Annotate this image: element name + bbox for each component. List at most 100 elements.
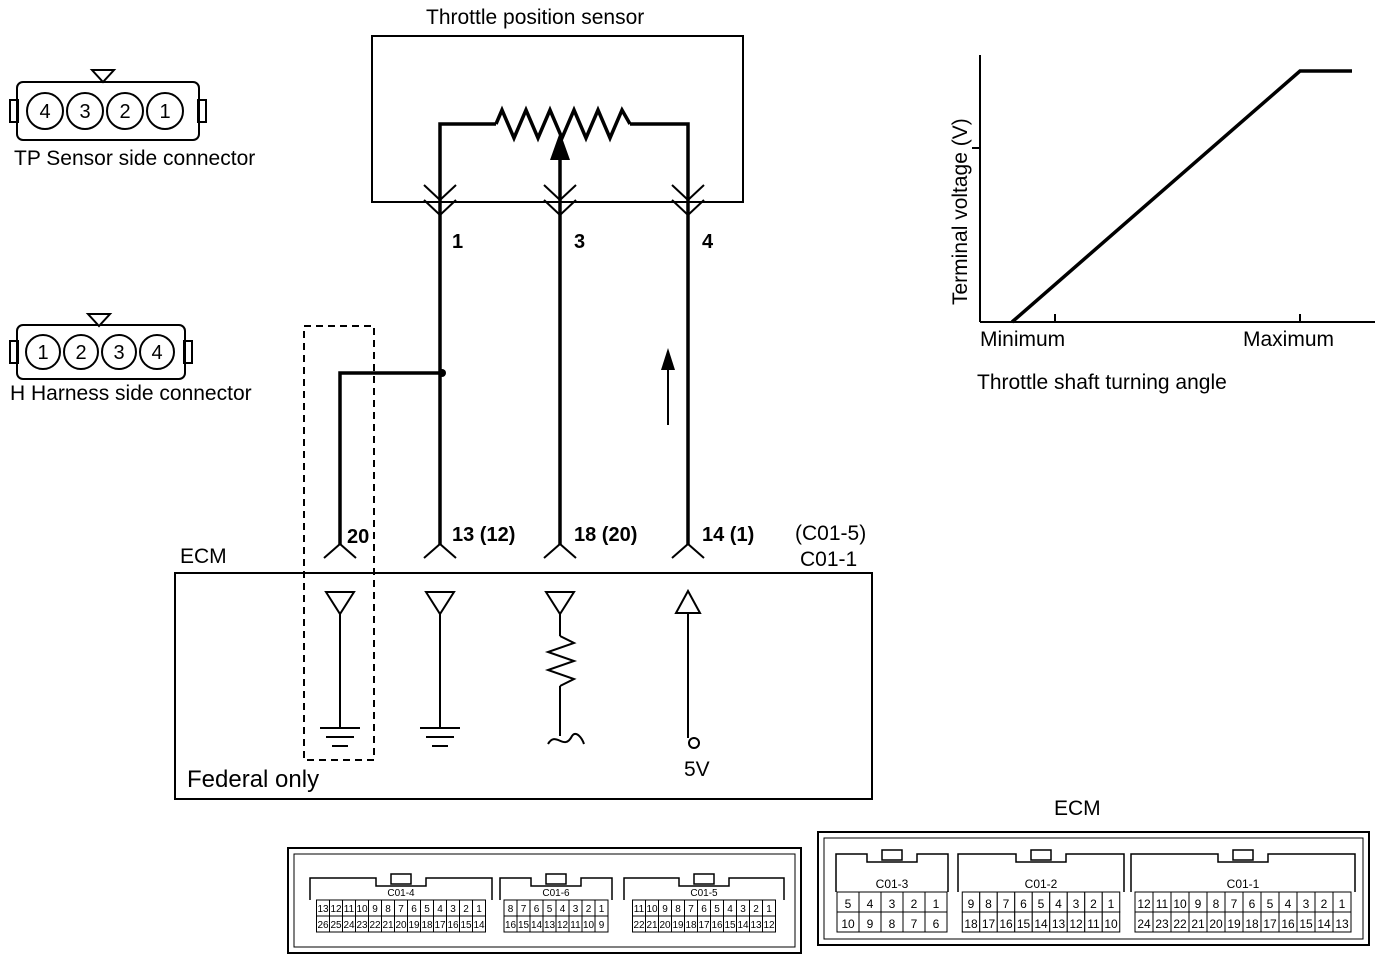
c01-4-pin-number: 17 xyxy=(434,920,446,931)
c01-6-cell xyxy=(594,915,609,933)
c01-5-pin-number: 17 xyxy=(698,920,710,931)
harness-pin-number: 2 xyxy=(75,342,86,364)
sensor-potentiometer xyxy=(438,105,690,205)
c01-3-label: C01-3 xyxy=(876,877,909,891)
c01-4-pin-number: 15 xyxy=(460,920,472,931)
c01-3-pin-number: 9 xyxy=(867,917,874,931)
c01-2-pin-number: 13 xyxy=(1052,917,1066,931)
c01-4-latch xyxy=(390,873,412,885)
c01-1-pin-number: 11 xyxy=(1156,897,1169,911)
c01-4-pin-number: 21 xyxy=(382,920,394,931)
c01-1-pin-number: 16 xyxy=(1281,917,1295,931)
c01-4-pin-number: 25 xyxy=(330,920,342,931)
c01-2-pin-number: 14 xyxy=(1034,917,1048,931)
c01-1-latch xyxy=(1232,849,1254,861)
c01-5-pin-number: 5 xyxy=(714,904,720,915)
tp-sensor-connector-label: TP Sensor side connector xyxy=(14,147,255,170)
c01-6-pin-number: 9 xyxy=(599,920,605,931)
c01-4-pin-number: 22 xyxy=(369,920,381,931)
graph-xlabel: Throttle shaft turning angle xyxy=(977,371,1227,394)
c01-6-pin-number: 11 xyxy=(570,920,581,931)
c01-1-housing xyxy=(1130,853,1356,892)
c01-1-pin-number: 22 xyxy=(1173,917,1187,931)
c01-2-pin-number: 2 xyxy=(1090,897,1097,911)
c01-1-pin-number: 20 xyxy=(1209,917,1223,931)
c01-4-pin-number: 24 xyxy=(343,920,355,931)
c01-5-pin-number: 6 xyxy=(701,904,707,915)
c01-6-label: C01-6 xyxy=(542,888,570,899)
c01-2-pin-number: 5 xyxy=(1038,897,1045,911)
tp-sensor-pin-circle xyxy=(66,92,104,130)
c01-3-pin-number: 6 xyxy=(933,917,940,931)
c01-3-latch xyxy=(881,849,903,861)
c01-5-pin-number: 4 xyxy=(727,904,733,915)
voltage-graph xyxy=(972,55,1375,324)
c01-4-cell xyxy=(472,915,486,933)
voltage-curve xyxy=(1010,69,1352,324)
sensor-pin-4: 4 xyxy=(702,231,714,253)
c01-5-cell xyxy=(762,915,776,933)
c01-2-label: C01-2 xyxy=(1025,877,1058,891)
c01-5-pin-number: 9 xyxy=(662,904,668,915)
c01-6-pin-number: 3 xyxy=(573,904,579,915)
c01-4-pin-number: 1 xyxy=(476,904,482,915)
c01-3-pin-number: 1 xyxy=(933,897,940,911)
harness-pin-number: 4 xyxy=(151,342,162,364)
c01-1-pin-number: 8 xyxy=(1213,897,1220,911)
ecm-input-resistor xyxy=(544,591,585,745)
c01-6-pin-number: 10 xyxy=(583,920,595,931)
c01-6-pin-number: 12 xyxy=(557,920,569,931)
sensor-title: Throttle position sensor xyxy=(426,6,644,29)
harness-pin-circle xyxy=(139,334,175,370)
c01-2-pin-number: 3 xyxy=(1073,897,1080,911)
c01-4-pin-number: 4 xyxy=(437,904,443,915)
sensor-pin-3: 3 xyxy=(574,231,585,253)
c01-2-pin-number: 1 xyxy=(1108,897,1115,911)
c01-5-pin-number: 7 xyxy=(688,904,694,915)
c01-1-pin-number: 10 xyxy=(1173,897,1187,911)
graph-ylabel: Terminal voltage (V) xyxy=(949,118,972,305)
c01-4-pin-number: 12 xyxy=(330,904,342,915)
harness-pin-circle xyxy=(101,334,137,370)
c01-1-pin-number: 4 xyxy=(1285,897,1292,911)
harness-pin-number: 1 xyxy=(37,342,48,364)
c01-4-pin-number: 2 xyxy=(463,904,469,915)
c01-3-housing xyxy=(835,853,949,892)
federal-only-label: Federal only xyxy=(187,766,319,793)
c01-5-pin-number: 19 xyxy=(672,920,684,931)
c01-1-pin-number: 7 xyxy=(1231,897,1238,911)
c01-4-pin-number: 26 xyxy=(317,920,329,931)
tp-sensor-pin-number: 3 xyxy=(79,101,90,123)
c01-2-cell xyxy=(1101,911,1121,933)
c01-3-pin-number: 3 xyxy=(889,897,896,911)
harness-connector-label: H Harness side connector xyxy=(10,382,252,405)
tp-sensor-pin-circle xyxy=(106,92,144,130)
c01-5-pin-number: 16 xyxy=(711,920,723,931)
tp-sensor-pin-circle xyxy=(146,92,184,130)
c01-5-pin-number: 3 xyxy=(740,904,746,915)
ecm-5v-supply xyxy=(674,588,702,749)
c01-3-pin-number: 7 xyxy=(911,917,918,931)
c01-5-pin-number: 20 xyxy=(659,920,671,931)
c01-3-pin-number: 10 xyxy=(841,917,855,931)
c01-2-pin-number: 4 xyxy=(1055,897,1062,911)
c01-5-pin-number: 21 xyxy=(646,920,658,931)
c01-6-pin-number: 1 xyxy=(599,904,605,915)
ecm-pin-20: 20 xyxy=(347,526,369,548)
ecm-pin-chevrons xyxy=(323,542,705,559)
c01-2-pin-number: 17 xyxy=(982,917,996,931)
c01-6-housing xyxy=(499,877,613,900)
c01-6-pin-number: 4 xyxy=(560,904,566,915)
tp-sensor-pin-number: 4 xyxy=(39,101,50,123)
c01-5-pin-number: 2 xyxy=(753,904,759,915)
c01-2-pin-number: 10 xyxy=(1104,917,1118,931)
c01-1-label: C01-1 xyxy=(1227,877,1260,891)
c01-1-pin-number: 3 xyxy=(1303,897,1310,911)
harness-pin-circle xyxy=(63,334,99,370)
sensor-box xyxy=(371,35,744,203)
c01-2-pin-number: 18 xyxy=(964,917,978,931)
c01-2-pin-number: 15 xyxy=(1017,917,1031,931)
